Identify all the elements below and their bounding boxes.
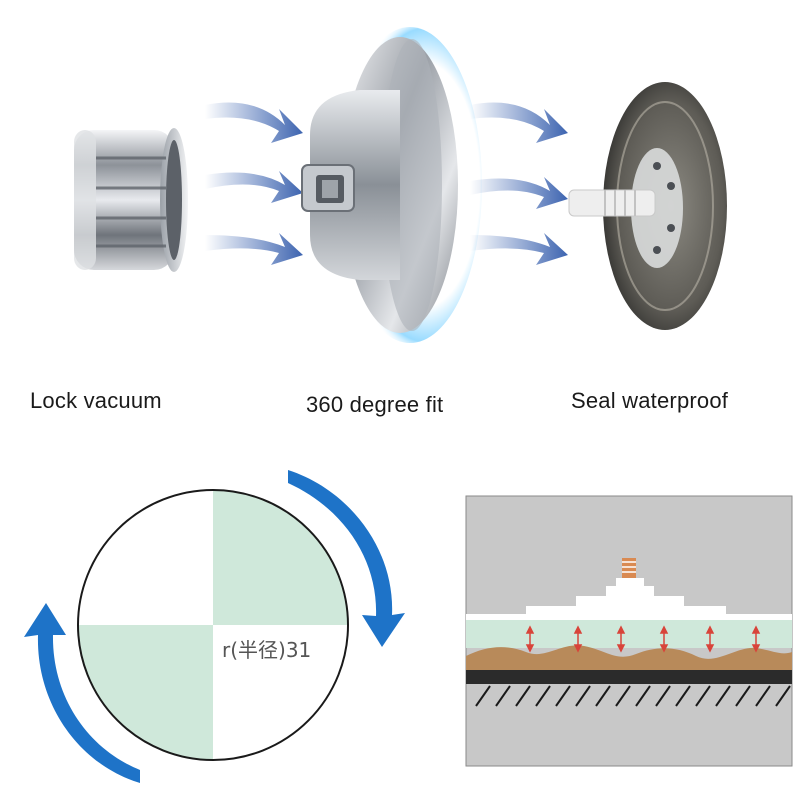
flow-arrows-left [205,102,303,265]
flow-arrows-right [470,102,568,265]
feature-caption-lock: Lock vacuum [30,388,162,413]
rotate-arrow-clockwise-icon [288,470,405,647]
rotation-diagram [24,470,405,783]
quadrant-bottom-left [78,625,213,760]
feature-caption-fit: 360 degree fit [306,392,444,417]
suction-cup-icon [568,82,727,330]
chrome-knob-icon [74,128,188,272]
wall-base [466,670,792,684]
suction-circle-outline [77,489,349,761]
suction-base-icon [301,27,482,343]
rotate-arrow-counterclockwise-icon [24,603,140,783]
seal-cross-section [465,495,793,767]
seal-layer [466,620,792,648]
quadrant-top-right [213,490,348,625]
knob-stack [622,558,636,578]
wall-hatching [475,685,791,707]
uneven-surface [466,645,792,672]
feature-caption-seal: Seal waterproof [571,388,729,413]
radius-label: r(半径)31 [222,638,312,662]
pressure-arrows [525,625,761,653]
